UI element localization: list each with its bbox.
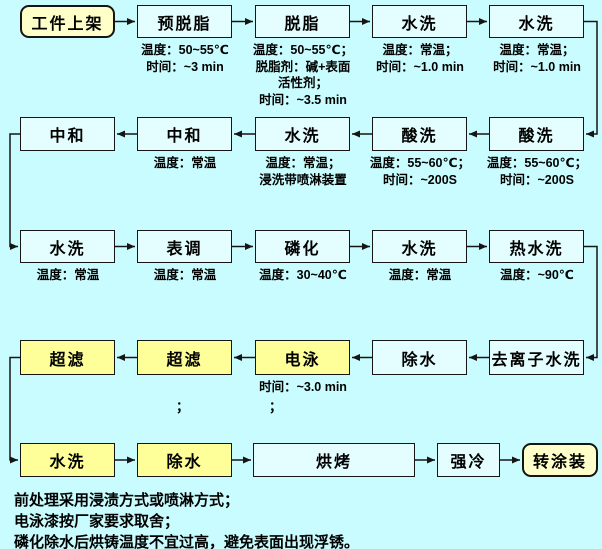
node-phosphate: 磷化 — [255, 230, 350, 263]
annotation-surface-adjust: 温度：常温 — [153, 268, 217, 282]
annotation-pickle-1: 温度：55~60℃； 时间：~200S — [369, 156, 471, 187]
node-work-loading: 工件上架 — [20, 5, 115, 38]
node-ultrafilter-2: 超滤 — [137, 340, 232, 375]
node-rinse-3: 水洗 — [255, 117, 350, 151]
node-rinse-1: 水洗 — [372, 5, 467, 38]
node-electrophoresis: 电泳 — [255, 340, 350, 375]
annotation-rinse-1: 温度：常温； 时间：~1.0 min — [376, 43, 464, 74]
node-force-cool: 强冷 — [437, 443, 500, 477]
node-surface-adjust: 表调 — [137, 230, 232, 263]
node-pickle-1: 酸洗 — [372, 117, 467, 151]
annotation-phosphate: 温度：30~40℃ — [259, 268, 347, 282]
annotation-degrease: 温度：50~55℃； 脱脂剂：碱+表面 活性剂； 时间：~3.5 min — [252, 43, 354, 107]
node-pre-degrease: 预脱脂 — [137, 5, 232, 38]
footer-note-1: 前处理采用浸渍方式或喷淋方式； — [14, 492, 240, 509]
footer-note-3: 磷化除水后烘铸温度不宜过高，避免表面出现浮锈。 — [14, 534, 360, 549]
node-rinse-4: 水洗 — [20, 230, 115, 263]
node-dewater-1: 除水 — [372, 340, 467, 375]
node-rinse-2: 水洗 — [489, 5, 584, 38]
stray-mark: ； — [269, 399, 283, 414]
node-neutralize-2: 中和 — [137, 117, 232, 151]
annotation-pre-degrease: 温度：50~55℃ 时间：~3 min — [141, 43, 229, 74]
annotation-rinse-5: 温度：常温 — [388, 268, 452, 282]
node-to-coating: 转涂装 — [522, 443, 598, 477]
node-rinse-5: 水洗 — [372, 230, 467, 263]
node-neutralize-1: 中和 — [20, 117, 115, 151]
annotation-rinse-2: 温度：常温； 时间：~1.0 min — [493, 43, 581, 74]
annotation-rinse-3: 温度：常温； 浸洗带喷淋装置 — [259, 156, 347, 187]
node-pickle-2: 酸洗 — [489, 117, 584, 151]
node-ultrafilter-1: 超滤 — [20, 340, 115, 375]
stray-mark: ； — [176, 399, 190, 414]
annotation-rinse-4: 温度：常温 — [36, 268, 100, 282]
annotation-electrophoresis: 时间：~3.0 min — [259, 380, 347, 394]
annotation-neutralize-2: 温度：常温 — [153, 156, 217, 170]
annotation-hot-rinse: 温度：~90℃ — [500, 268, 574, 282]
node-di-rinse: 去离子水洗 — [489, 340, 584, 375]
node-hot-rinse: 热水洗 — [489, 230, 584, 263]
node-dewater-2: 除水 — [137, 443, 232, 477]
annotation-pickle-2: 温度：55~60℃； 时间：~200S — [486, 156, 588, 187]
node-degrease: 脱脂 — [255, 5, 350, 38]
node-bake: 烘烤 — [253, 443, 415, 477]
footer-note-2: 电泳漆按厂家要求取舍； — [14, 513, 180, 530]
node-rinse-6: 水洗 — [20, 443, 115, 477]
